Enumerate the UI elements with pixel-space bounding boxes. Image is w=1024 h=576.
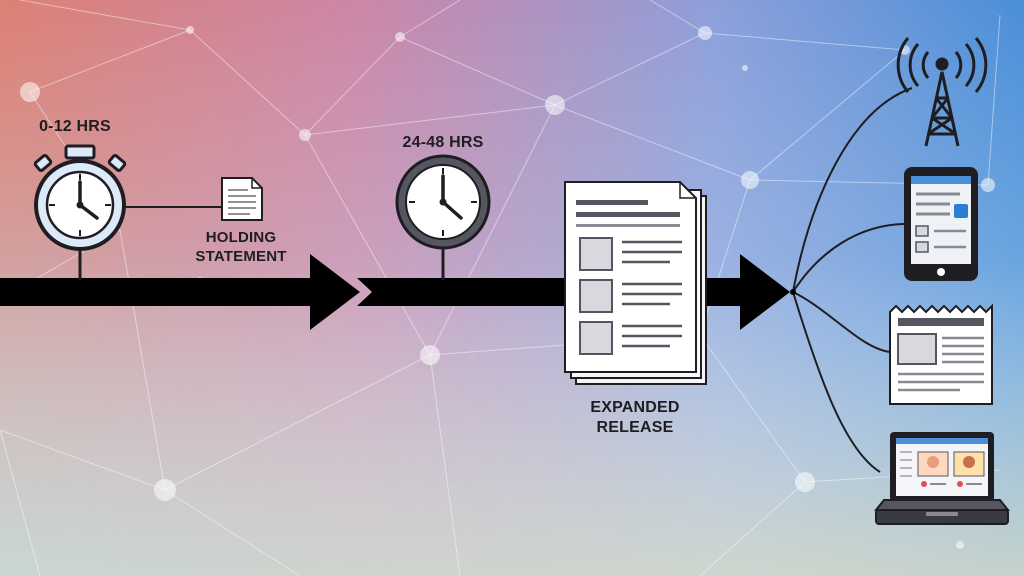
stage1-time-label: 0-12 HRS xyxy=(39,118,111,135)
expanded-label-line2: RELEASE xyxy=(596,419,674,436)
tablet-icon xyxy=(904,167,978,281)
clock-icon xyxy=(395,154,491,280)
newspaper-icon xyxy=(889,303,993,405)
document-icon xyxy=(221,177,263,221)
document-stack-icon xyxy=(564,181,707,385)
expanded-label-line1: EXPANDED xyxy=(590,399,680,416)
timeline-arrow xyxy=(0,254,790,330)
holding-label-line2: STATEMENT xyxy=(195,248,287,265)
radio-tower-icon xyxy=(896,37,988,147)
holding-label-line1: HOLDING xyxy=(205,229,277,246)
holding-statement-label: HOLDING STATEMENT xyxy=(176,228,306,266)
stage2-time-label: 24-48 HRS xyxy=(402,134,484,151)
expanded-release-label: EXPANDED RELEASE xyxy=(560,398,710,438)
laptop-icon xyxy=(873,432,1011,525)
stopwatch-icon xyxy=(33,144,127,280)
distribution-lines xyxy=(792,87,913,473)
